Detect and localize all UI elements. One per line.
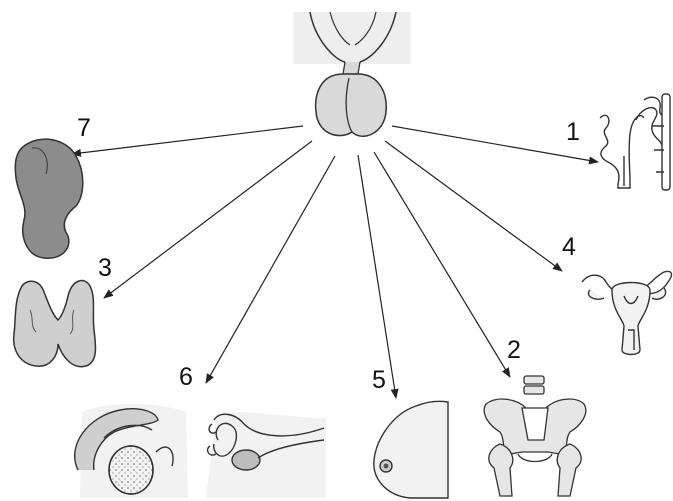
- labels: 7 1 3 4 6 5 2: [77, 114, 580, 394]
- label-pelvis: 2: [507, 336, 521, 364]
- label-nephron: 1: [566, 118, 580, 146]
- label-ovary-testis: 6: [179, 363, 193, 391]
- pituitary-gland: [293, 12, 411, 136]
- label-uterus: 4: [562, 233, 576, 261]
- nephron-icon: [600, 94, 670, 190]
- label-thyroid: 3: [98, 254, 112, 282]
- arrow-to-thyroid: [104, 141, 312, 298]
- arrow-to-pelvis: [374, 152, 510, 377]
- pelvis-icon: [484, 376, 586, 496]
- breast-icon: [374, 401, 448, 498]
- arrow-to-ovary-testis: [206, 156, 335, 383]
- kidney-icon: [15, 139, 82, 258]
- label-kidney: 7: [77, 114, 91, 142]
- arrow-to-uterus: [385, 141, 562, 271]
- arrow-to-kidney: [72, 126, 303, 154]
- thyroid-icon: [14, 281, 96, 367]
- label-breast: 5: [372, 366, 386, 394]
- testis-icon: [75, 404, 188, 498]
- arrow-to-breast: [358, 155, 396, 398]
- uterus-icon: [582, 271, 671, 354]
- ovary-icon: [206, 412, 326, 498]
